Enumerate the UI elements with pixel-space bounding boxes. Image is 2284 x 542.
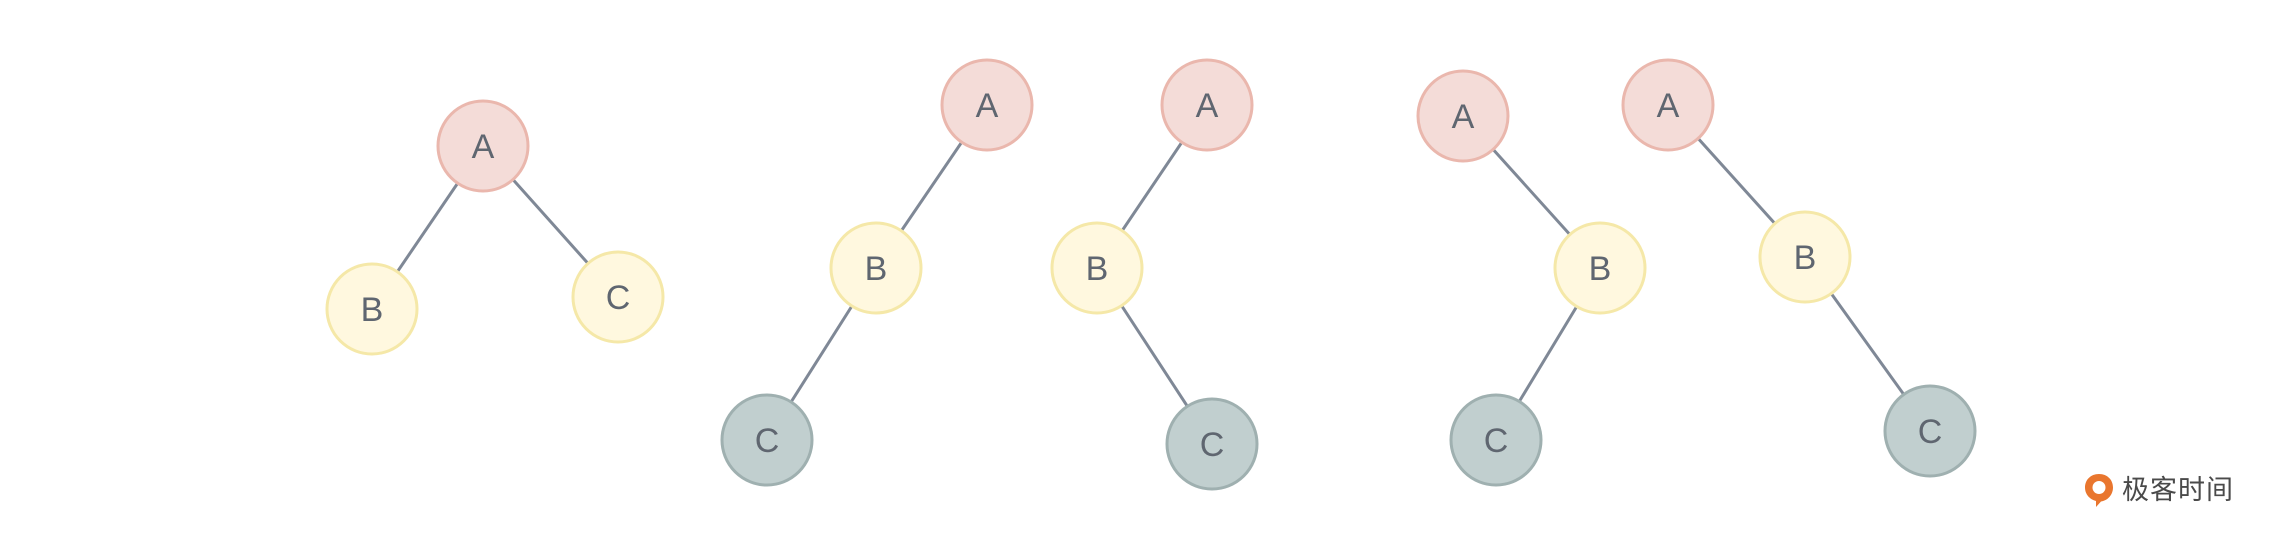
node-circle: [1416, 69, 1510, 163]
node-label: A: [1657, 87, 1680, 125]
tree-3-node-c: C: [1165, 397, 1259, 491]
node-label: A: [976, 87, 999, 125]
node-label: A: [1196, 87, 1219, 125]
node-label: A: [1452, 98, 1475, 136]
node-circle: [1621, 58, 1715, 152]
node-label: A: [472, 128, 495, 166]
node-circle: [940, 58, 1034, 152]
tree-4-node-a: A: [1416, 69, 1510, 163]
node-circle: [1883, 384, 1977, 478]
tree-1-node-b: B: [325, 262, 419, 356]
node-label: C: [1484, 422, 1509, 460]
watermark: 极客时间: [2082, 468, 2234, 512]
tree-5-node-a: A: [1621, 58, 1715, 152]
tree-3-node-b: B: [1050, 221, 1144, 315]
node-label: C: [755, 422, 780, 460]
node-circle: [720, 393, 814, 487]
watermark-text: 极客时间: [2122, 474, 2234, 506]
node-circle: [1758, 210, 1852, 304]
tree-4-node-c: C: [1449, 393, 1543, 487]
tree-3-node-a: A: [1160, 58, 1254, 152]
node-label: B: [1086, 250, 1109, 288]
geektime-logo-icon: [2085, 474, 2113, 507]
tree-5-node-c: C: [1883, 384, 1977, 478]
tree-2-node-a: A: [940, 58, 1034, 152]
tree-1-node-c: C: [571, 250, 665, 344]
node-circle: [571, 250, 665, 344]
tree-5-node-b: B: [1758, 210, 1852, 304]
nodes-layer: A B C A B C A B C A B C A B C: [325, 58, 1977, 491]
node-circle: [1160, 58, 1254, 152]
node-circle: [1050, 221, 1144, 315]
tree-2-node-b: B: [829, 221, 923, 315]
node-circle: [1449, 393, 1543, 487]
node-label: B: [1589, 250, 1612, 288]
node-label: C: [606, 279, 631, 317]
tree-2-node-c: C: [720, 393, 814, 487]
node-circle: [1165, 397, 1259, 491]
tree-1-node-a: A: [436, 99, 530, 193]
node-label: B: [361, 291, 384, 329]
node-circle: [829, 221, 923, 315]
node-circle: [436, 99, 530, 193]
node-label: C: [1918, 413, 1943, 451]
tree-4-node-b: B: [1553, 221, 1647, 315]
node-label: C: [1200, 426, 1225, 464]
node-label: B: [1794, 239, 1817, 277]
node-circle: [325, 262, 419, 356]
node-circle: [1553, 221, 1647, 315]
node-label: B: [865, 250, 888, 288]
